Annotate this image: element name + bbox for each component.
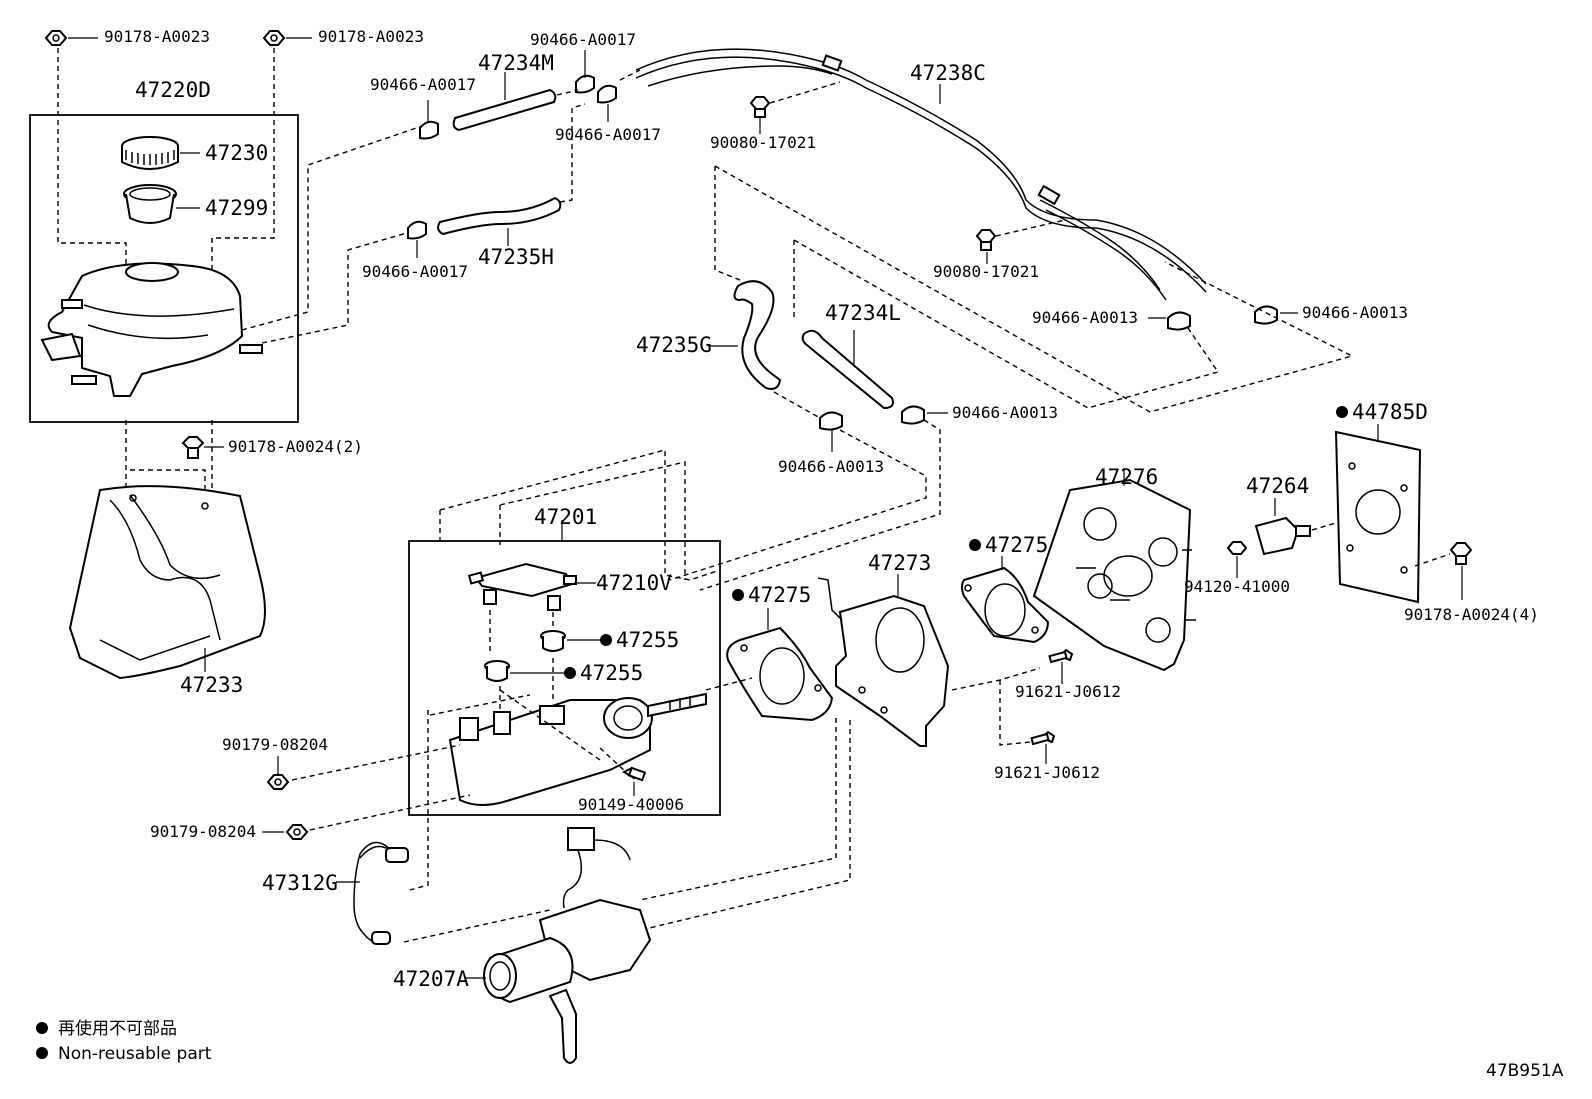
nut-icon [44,30,68,46]
label-47312G: 47312G [262,871,338,895]
label-47275-b: 47275 [985,533,1048,557]
label-90466-A0017-c: 90466-A0017 [555,125,661,144]
non-reusable-mark-icon [969,539,981,551]
label-47220D: 47220D [135,78,211,102]
grommet-icon [484,660,510,682]
sensor-harness-icon [353,841,409,945]
strainer-icon [123,184,177,224]
hose-clamp-icon [819,411,843,431]
label-47201: 47201 [534,505,597,529]
gasket-icon [726,626,834,722]
label-91621-J0612-b: 91621-J0612 [994,763,1100,782]
nut-icon [285,824,309,840]
label-47255-a: 47255 [616,628,679,652]
bolt-icon [1048,648,1074,664]
legend-japanese: 再使用不可部品 [58,1018,177,1039]
master-cylinder-box [408,540,721,816]
bolt-icon [181,436,205,459]
label-90080-17021-b: 90080-17021 [933,262,1039,281]
hose-icon [437,196,562,236]
pedal-stroke-sensor-icon [483,827,652,1064]
label-47234M: 47234M [478,51,554,75]
label-90466-A0013-a: 90466-A0013 [1032,308,1138,327]
label-90179-08204-b: 90179-08204 [150,822,256,841]
clevis-bracket-icon [1254,516,1311,556]
reservoir-bracket-icon [68,485,266,680]
label-90080-17021-a: 90080-17021 [710,133,816,152]
non-reusable-mark-icon [732,589,744,601]
master-cylinder-icon [448,692,707,806]
label-90179-08204-a: 90179-08204 [222,735,328,754]
label-47275-a: 47275 [748,583,811,607]
label-90178-A0024-2: 90178-A0024(2) [228,437,363,456]
label-90178-A0023-right: 90178-A0023 [318,27,424,46]
nut-icon [1226,541,1248,555]
reservoir-assembly-box [29,114,299,423]
label-47299: 47299 [205,196,268,220]
mounting-plate-icon [817,577,950,747]
drawing-id: 47B951A [1486,1061,1564,1081]
hose-clamp-icon [419,120,439,140]
label-47235G: 47235G [636,333,712,357]
label-94120-41000: 94120-41000 [1184,577,1290,596]
bolt-icon [1030,730,1056,746]
hose-icon [733,280,782,390]
grommet-icon [540,630,566,652]
label-47238C: 47238C [910,61,986,85]
label-47210V: 47210V [596,571,672,595]
hose-icon [452,88,557,132]
label-90466-A0017-b: 90466-A0017 [530,30,636,49]
hose-clamp-icon [597,84,617,104]
non-reusable-mark-icon [36,1047,48,1059]
label-91621-J0612-a: 91621-J0612 [1015,682,1121,701]
label-47234L: 47234L [825,301,901,325]
nut-icon [975,229,997,251]
label-90149-40006: 90149-40006 [578,795,684,814]
non-reusable-mark-icon [564,667,576,679]
bolt-icon [621,766,647,782]
label-47255-b: 47255 [580,661,643,685]
label-47276: 47276 [1095,465,1158,489]
hose-clamp-icon [1167,311,1191,331]
nut-icon [1449,542,1473,565]
label-44785D: 44785D [1352,400,1428,424]
label-47273: 47273 [868,551,931,575]
label-47233: 47233 [180,673,243,697]
hose-clamp-icon [407,220,427,240]
label-90466-A0013-d: 90466-A0013 [778,457,884,476]
label-90466-A0017-a: 90466-A0017 [370,75,476,94]
label-47207A: 47207A [393,967,469,991]
hose-icon [801,329,894,410]
reservoir-tank-icon [40,262,263,397]
label-90466-A0013-b: 90466-A0013 [1302,303,1408,322]
nut-icon [262,30,286,46]
gasket-icon [961,566,1050,644]
non-reusable-mark-icon [36,1022,48,1034]
non-reusable-mark-icon [1336,406,1348,418]
reservoir-union-icon [467,562,577,611]
hose-clamp-icon [575,74,595,94]
nut-icon [266,774,290,790]
label-47235H: 47235H [478,245,554,269]
insulator-gasket-icon [1334,430,1422,604]
hose-clamp-icon [901,405,925,425]
nut-icon [749,96,771,118]
label-47230: 47230 [205,141,268,165]
label-90466-A0017-d: 90466-A0017 [362,262,468,281]
legend-english: Non-reusable part [58,1044,212,1064]
label-90466-A0013-c: 90466-A0013 [952,403,1058,422]
non-reusable-mark-icon [600,634,612,646]
label-90178-A0023-left: 90178-A0023 [104,27,210,46]
reservoir-cap-icon [121,136,179,170]
brake-pipe-icon [635,48,1207,301]
booster-plate-icon [1032,478,1196,672]
label-47264: 47264 [1246,474,1309,498]
label-90178-A0024-4: 90178-A0024(4) [1404,605,1539,624]
